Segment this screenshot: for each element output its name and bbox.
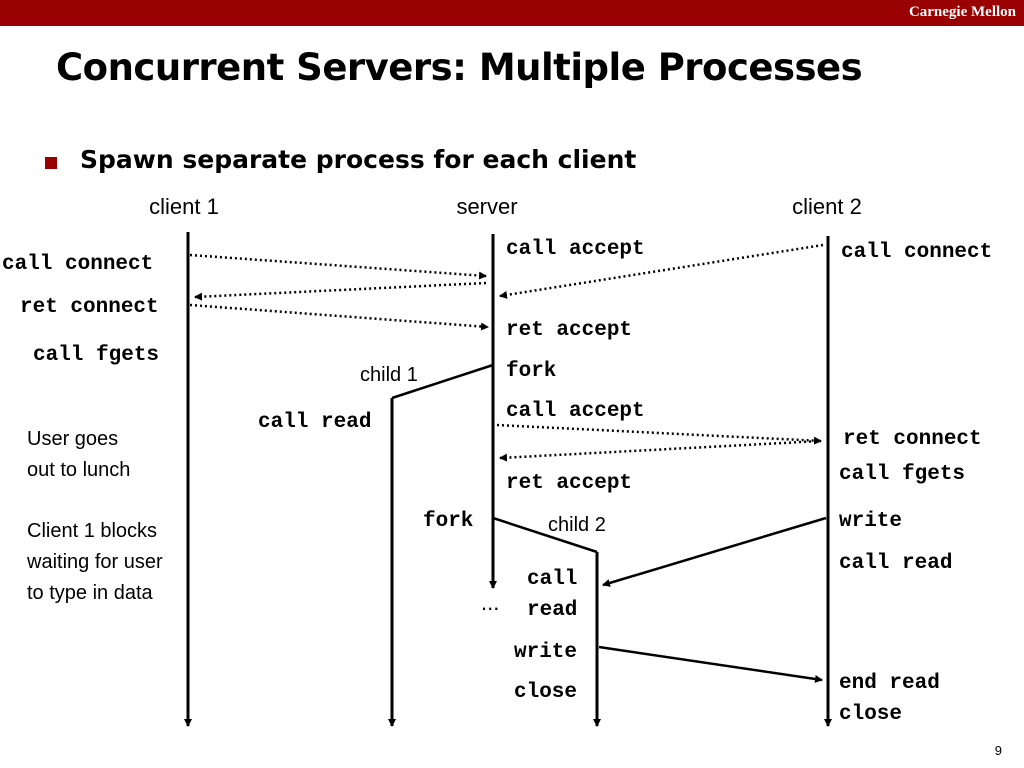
client2-call-fgets: call fgets (839, 463, 965, 486)
child1-call-read: call read (258, 411, 371, 434)
server-fork-2: fork (423, 510, 473, 533)
child2-call: call (527, 568, 577, 591)
bullet-marker (45, 157, 57, 169)
child2-read: read (527, 599, 577, 622)
child2-close: close (514, 681, 577, 704)
server-to-client1-return (194, 281, 487, 301)
client1-call-fgets: call fgets (33, 344, 159, 367)
server-fork-1: fork (506, 360, 556, 383)
note-block-line3: to type in data (27, 582, 154, 604)
child2-write-arrow (598, 645, 823, 683)
slide-title: Concurrent Servers: Multiple Processes (56, 46, 863, 89)
note-block-line2: waiting for user (26, 551, 163, 573)
note-lunch-line2: out to lunch (27, 459, 130, 481)
child1-label: child 1 (360, 364, 418, 386)
header-bar: Carnegie Mellon (0, 0, 1024, 26)
bullet-text: Spawn separate process for each client (80, 145, 637, 174)
note-block-line1: Client 1 blocks (27, 520, 157, 542)
client2-call-connect: call connect (841, 241, 992, 264)
client2-close: close (839, 703, 902, 726)
server-call-accept-2: call accept (506, 400, 645, 423)
brand-label: Carnegie Mellon (908, 4, 1016, 20)
page-number: 9 (994, 743, 1002, 758)
server-to-client2-return (496, 423, 822, 445)
client2-end-read: end read (839, 672, 940, 695)
client1-call-connect: call connect (2, 253, 153, 276)
client2-call-read: call read (839, 552, 952, 575)
server-call-accept-1: call accept (506, 238, 645, 261)
note-lunch-line1: User goes (27, 428, 118, 450)
fork-child1-branch (391, 363, 494, 400)
client2-write-arrow (602, 516, 827, 587)
server-header: server (456, 194, 517, 219)
client1-ret-connect: ret connect (20, 296, 159, 319)
server-ret-accept-2: ret accept (506, 472, 632, 495)
client1-connect-request (189, 253, 487, 280)
child2-label: child 2 (548, 514, 606, 536)
server-ellipsis: ... (481, 590, 499, 615)
fork-child2-branch (492, 516, 598, 554)
client2-to-server-ret-accept (499, 439, 822, 462)
client2-header: client 2 (792, 194, 862, 219)
server-ret-accept-1: ret accept (506, 319, 632, 342)
client2-ret-connect: ret connect (843, 428, 982, 451)
child2-write: write (514, 641, 577, 664)
client1-to-server-ret-accept (189, 303, 489, 331)
client1-header: client 1 (149, 194, 219, 219)
client2-write: write (839, 510, 902, 533)
